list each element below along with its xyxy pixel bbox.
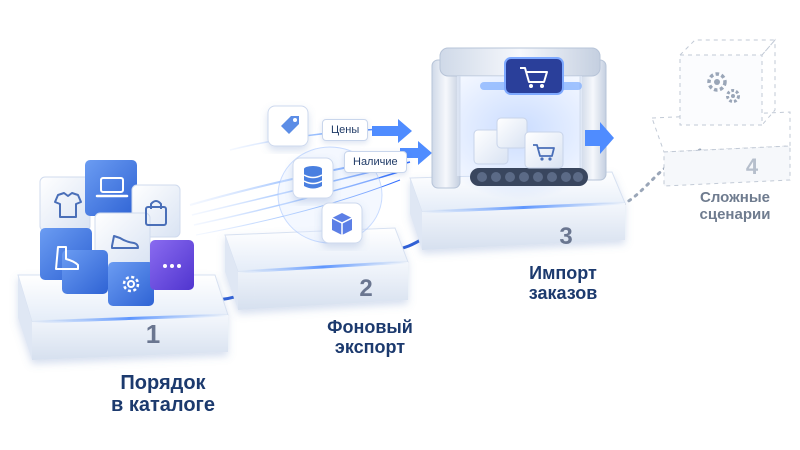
export-tile-database bbox=[292, 157, 334, 199]
step-3-line2: заказов bbox=[528, 283, 598, 304]
package-icon bbox=[331, 213, 353, 235]
step-number-2: 2 bbox=[359, 275, 372, 302]
step-number-1: 1 bbox=[146, 319, 160, 349]
platform-2 bbox=[224, 227, 409, 310]
arrow-prices bbox=[372, 119, 412, 143]
tag-prices: Цены bbox=[322, 119, 369, 141]
step-1-line2: в каталоге bbox=[110, 394, 215, 417]
tag-stock: Наличие bbox=[344, 151, 407, 173]
database-icon bbox=[303, 166, 323, 189]
step-2-line1: Фоновый bbox=[327, 317, 413, 337]
platform-4-future bbox=[651, 38, 791, 187]
gears-icon bbox=[707, 72, 740, 103]
step-3-line1: Импорт bbox=[529, 263, 597, 283]
export-tile-package bbox=[321, 202, 363, 244]
step-label-3: Импорт заказов bbox=[498, 263, 628, 303]
step-4-line2: сценарии bbox=[699, 205, 771, 223]
boot-icon bbox=[55, 246, 79, 270]
shopping-cart-icon bbox=[520, 67, 548, 88]
import-machine bbox=[430, 47, 614, 200]
shopping-bag-icon bbox=[145, 200, 167, 226]
step-number-3: 3 bbox=[559, 223, 572, 250]
sneaker-icon bbox=[111, 235, 139, 249]
connector-3-4-dotted bbox=[620, 148, 702, 207]
laptop-icon bbox=[95, 177, 129, 198]
step-2-line2: экспорт bbox=[334, 337, 406, 358]
step-4-line1: Сложные bbox=[700, 189, 770, 206]
more-icon bbox=[163, 264, 181, 268]
step-number-4: 4 bbox=[746, 154, 759, 179]
tshirt-icon bbox=[54, 192, 82, 218]
export-tile-price bbox=[267, 105, 309, 147]
gear-icon bbox=[122, 275, 140, 293]
step-label-2: Фоновый экспорт bbox=[305, 317, 435, 357]
arrow-stock bbox=[400, 141, 432, 165]
step-label-1: Порядок в каталоге bbox=[88, 372, 238, 417]
catalog-cubes bbox=[39, 160, 194, 306]
step-1-line1: Порядок bbox=[120, 372, 206, 394]
shopping-cart-icon bbox=[533, 144, 555, 161]
step-label-4: Сложные сценарии bbox=[680, 189, 790, 224]
price-tag-icon bbox=[281, 116, 299, 134]
